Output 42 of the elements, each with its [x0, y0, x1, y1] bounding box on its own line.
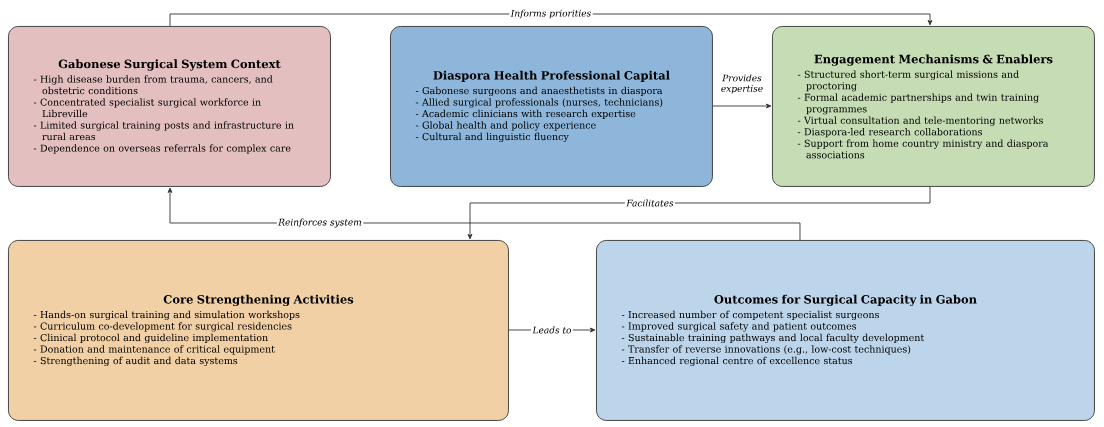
box-heading: Outcomes for Surgical Capacity in Gabon	[714, 294, 977, 307]
edge-label: Provides expertise	[721, 74, 763, 94]
bullet-item: - Enhanced regional centre of excellence status	[621, 356, 853, 367]
rounded-box	[390, 26, 713, 187]
bullet-item: - Strengthening of audit and data systems	[33, 356, 238, 367]
bullet-item: - Support from home country ministry and diaspora associations	[797, 139, 1049, 159]
arrow	[712, 103, 772, 109]
bullet-item: - Global health and policy experience	[415, 121, 596, 131]
bullet-item: - Structured short-term surgical missions and proctoring	[797, 70, 1019, 92]
bullet-item: - Clinical protocol and guideline implementation	[33, 333, 268, 344]
bullet-item: - Dependence on overseas referrals for complex care	[33, 144, 291, 154]
bullet-item: - Limited surgical training posts and infrastructure in rural areas	[33, 121, 294, 141]
box-heading: Core Strengthening Activities	[163, 294, 354, 307]
edge-label: Informs priorities	[510, 9, 591, 19]
box-heading: Engagement Mechanisms & Enablers	[814, 54, 1053, 66]
bullet-item: - Curriculum co-development for surgical residencies	[33, 322, 292, 332]
rounded-box	[596, 240, 1095, 421]
rounded-box	[8, 26, 331, 187]
bullet-item: - Cultural and linguistic fluency	[415, 132, 569, 143]
bullet-item: - Concentrated specialist surgical workforce in Libreville	[33, 98, 261, 118]
bullet-item: - Virtual consultation and tele-mentoring networks	[797, 116, 1043, 126]
bullet-item: - Donation and maintenance of critical equipment	[33, 345, 275, 355]
edge-label: Facilitates	[626, 199, 674, 207]
rounded-box	[8, 240, 509, 421]
box-heading: Diaspora Health Professional Capital	[433, 70, 670, 82]
arrow	[467, 186, 931, 240]
bullet-item: - Improved surgical safety and patient outcomes	[621, 322, 857, 332]
bullet-item: - Allied surgical professionals (nurses, technicians)	[415, 98, 663, 108]
edge-label: Leads to	[532, 326, 572, 334]
edge-label: Reinforces system	[278, 218, 362, 228]
bullet-item: - Increased number of competent specialist surgeons	[621, 310, 879, 321]
rounded-box	[772, 26, 1095, 187]
arrow	[169, 13, 933, 27]
bullet-item: - Formal academic partnerships and twin training programmes	[797, 93, 1039, 115]
bullet-item: - Sustainable training pathways and local faculty development	[621, 333, 925, 344]
bullet-item: - Gabonese surgeons and anaesthetists in diaspora	[415, 86, 663, 97]
bullet-item: - Hands-on surgical training and simulation workshops	[33, 310, 300, 321]
bullet-item: - High disease burden from trauma, cancers, and obstetric conditions	[33, 75, 273, 95]
bullet-item: - Diaspora-led research collaborations	[797, 128, 982, 138]
box-heading: Gabonese Surgical System Context	[58, 59, 281, 71]
bullet-item: - Academic clinicians with research expertise	[415, 109, 636, 119]
bullet-item: - Transfer of reverse innovations (e.g., low-cost techniques)	[621, 345, 911, 355]
